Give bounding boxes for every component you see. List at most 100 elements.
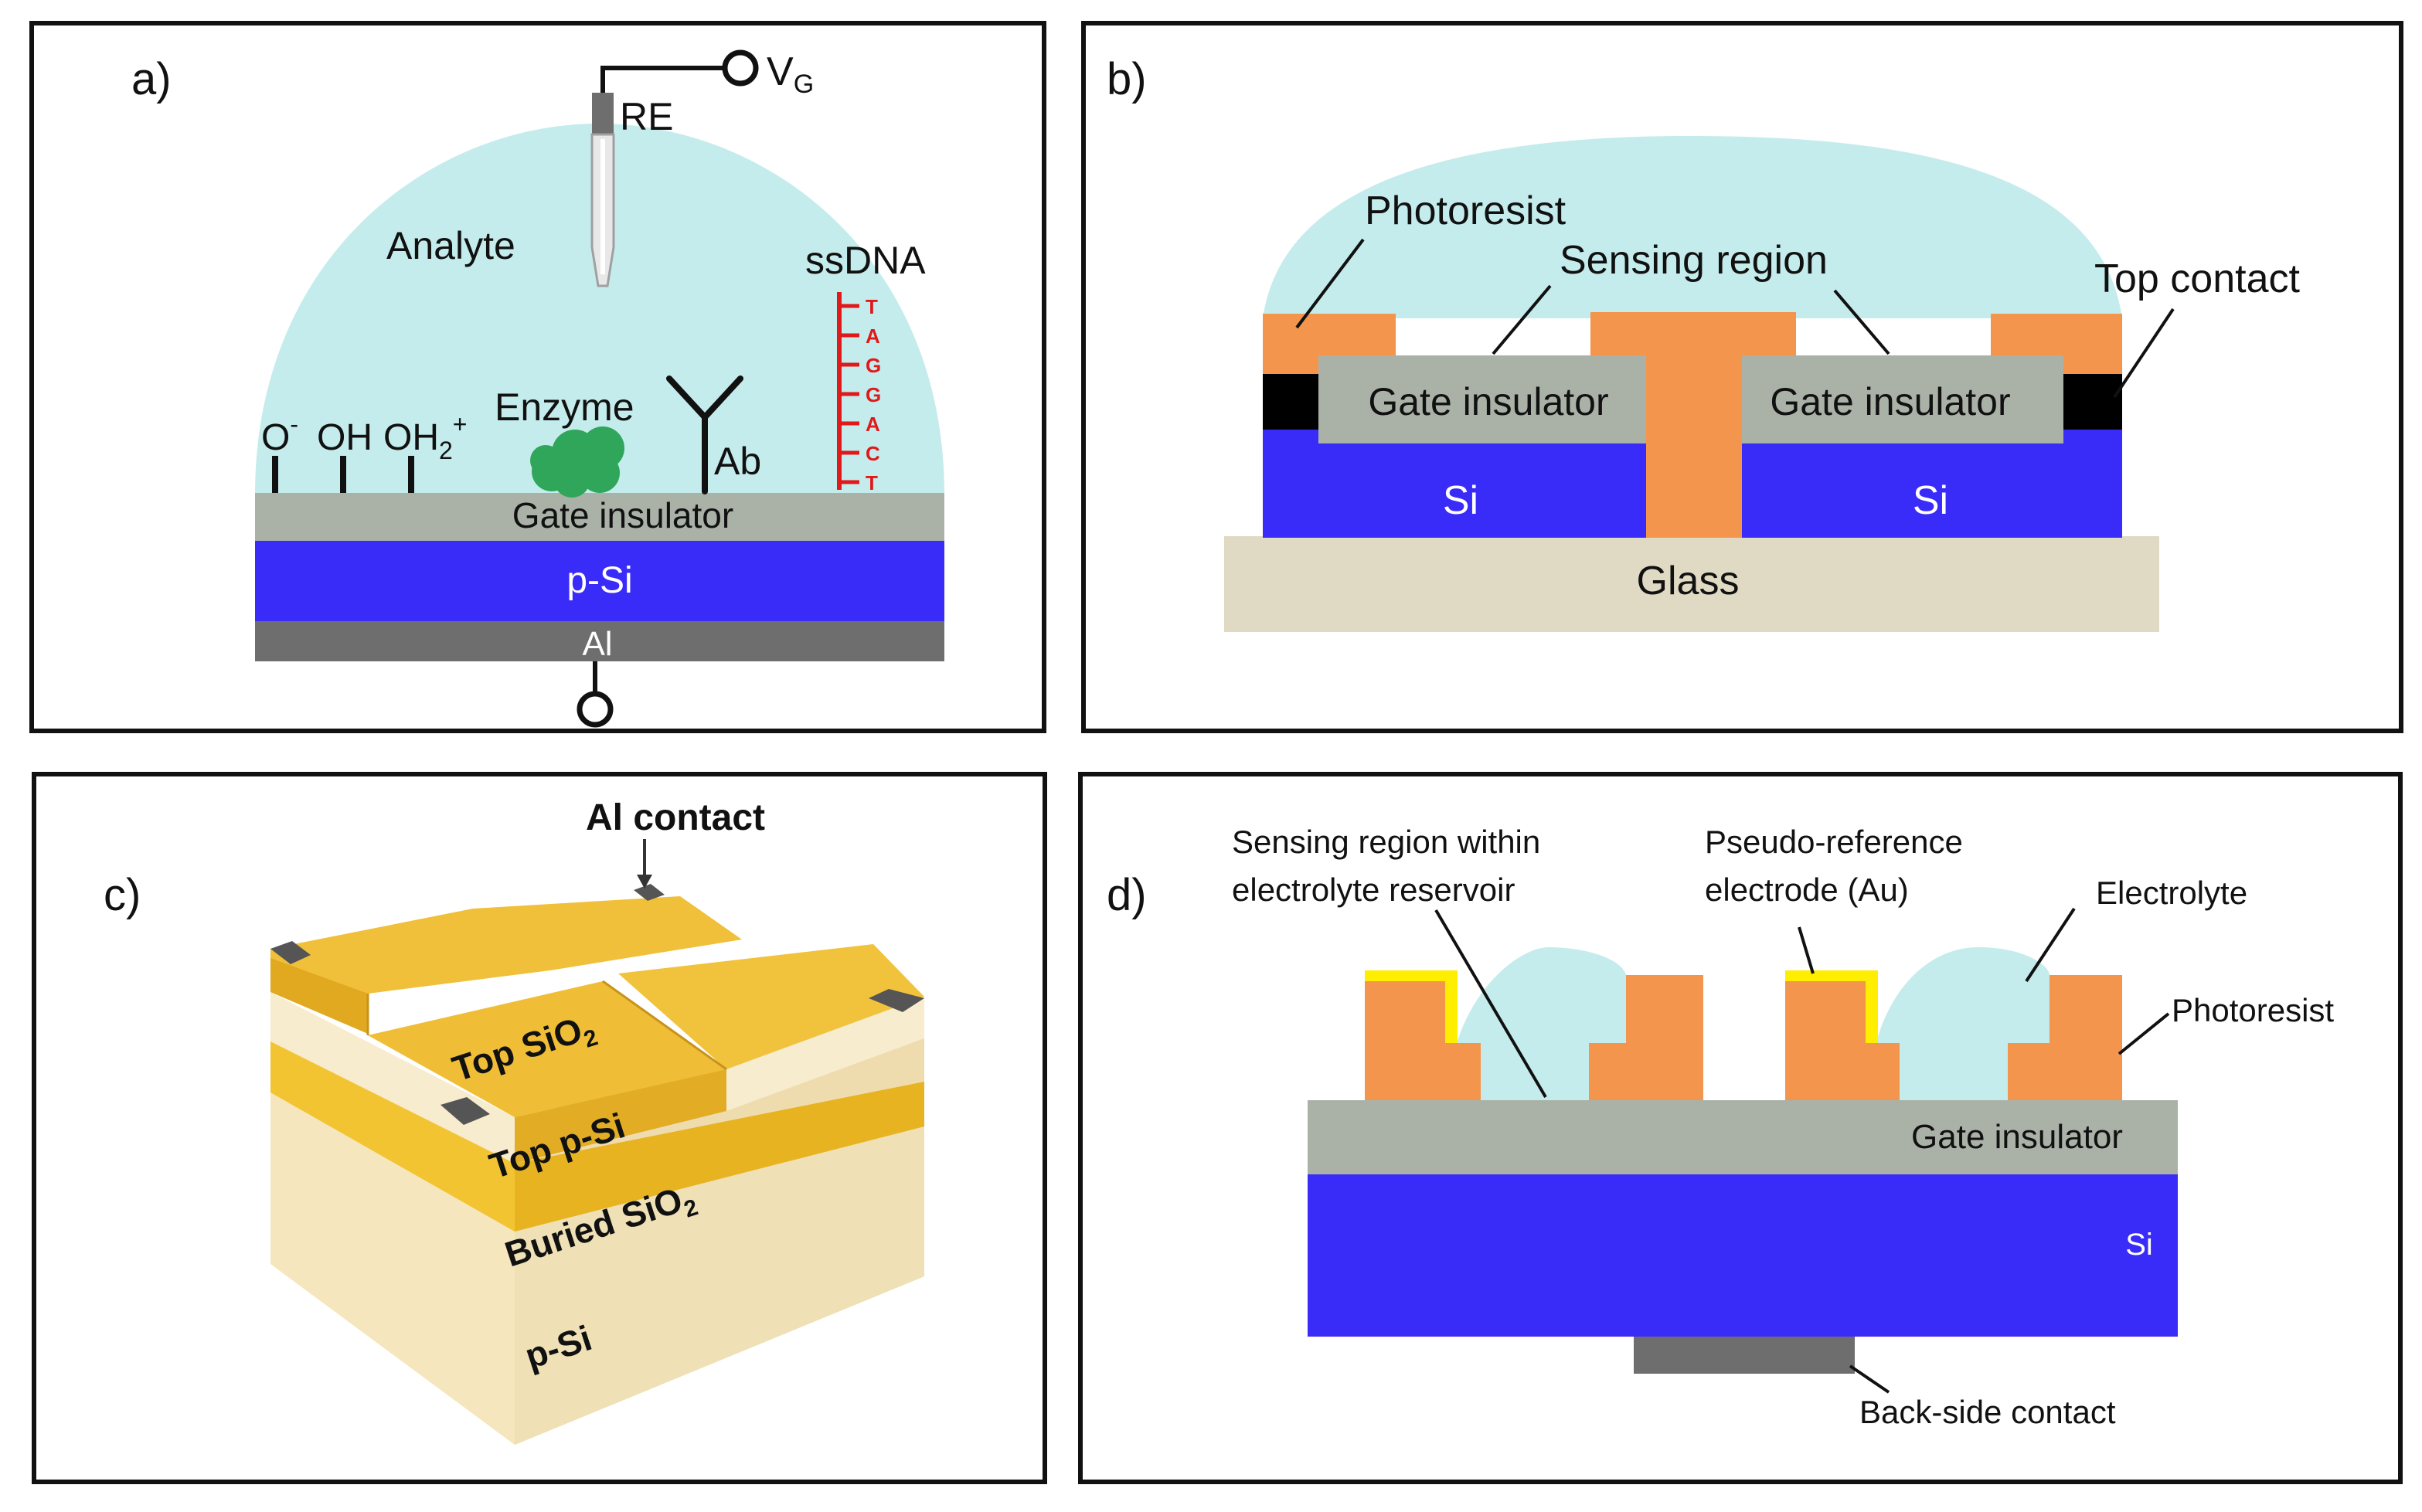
oh-label: OH bbox=[317, 417, 372, 458]
panel-a: a) Gate insulator p-Si Al VG RE Analyte … bbox=[29, 21, 1046, 733]
si-label-d: Si bbox=[2125, 1228, 2153, 1262]
antibody-icon bbox=[666, 375, 743, 494]
gate-insulator-right bbox=[1742, 355, 2063, 443]
al-contact-label: Al contact bbox=[586, 797, 765, 838]
back-side-contact-leader bbox=[1849, 1364, 1890, 1394]
electrolyte-droplet-right bbox=[1869, 947, 2050, 1100]
o-minus-label: O- bbox=[261, 410, 298, 458]
al-label: Al bbox=[582, 625, 612, 663]
pseudo-ref-label-2: electrode (Au) bbox=[1705, 872, 1909, 908]
ssdna-label: ssDNA bbox=[805, 239, 926, 282]
sensing-region-label: Sensing region bbox=[1560, 238, 1828, 283]
al-pad-left bbox=[270, 941, 311, 964]
top-contact-right bbox=[2063, 374, 2122, 430]
sensing-leader-left bbox=[1492, 284, 1552, 355]
re-label: RE bbox=[620, 95, 673, 138]
photoresist-label: Photoresist bbox=[1365, 189, 1566, 233]
si-layer-d bbox=[1308, 1174, 2178, 1337]
top-sio2-right-slab bbox=[618, 944, 924, 1069]
photoresist-label-d: Photoresist bbox=[2172, 992, 2334, 1028]
re-cap bbox=[592, 93, 614, 134]
al-pad-front bbox=[441, 1097, 490, 1125]
al-contact-arrowhead-icon bbox=[637, 875, 652, 889]
al-layer bbox=[255, 621, 944, 661]
analyte-label: Analyte bbox=[386, 224, 515, 267]
photoresist-block-2 bbox=[1589, 975, 1703, 1100]
vg-label: VG bbox=[767, 49, 814, 99]
top-sio2-slab-top bbox=[270, 896, 742, 994]
ssdna-base-letter: A bbox=[866, 413, 880, 436]
antibody-label: Ab bbox=[714, 440, 761, 483]
ssdna-base-letter: C bbox=[866, 442, 880, 465]
sensing-region-leader bbox=[1434, 909, 1547, 1099]
gate-insulator-label: Gate insulator bbox=[512, 495, 733, 535]
si-right-label: Si bbox=[1913, 478, 1948, 523]
si-left-block bbox=[1263, 430, 1646, 538]
gate-insulator-left-label: Gate insulator bbox=[1368, 380, 1608, 423]
panel-b-tag: b) bbox=[1107, 54, 1147, 104]
si-left-label: Si bbox=[1443, 478, 1478, 523]
panel-a-tag: a) bbox=[131, 54, 172, 104]
enzyme-label: Enzyme bbox=[495, 386, 634, 429]
gold-electrode-left bbox=[1365, 970, 1458, 1043]
sensing-leader-right bbox=[1833, 289, 1890, 355]
photoresist-block-3 bbox=[1785, 981, 1900, 1100]
back-side-contact-label: Back-side contact bbox=[1859, 1394, 2116, 1430]
top-contact-leader bbox=[2113, 307, 2175, 399]
top-sio2-right-side bbox=[726, 997, 924, 1111]
photoresist-center-t bbox=[1590, 312, 1796, 538]
panel-c-tag: c) bbox=[104, 870, 141, 920]
al-pad-top bbox=[634, 884, 665, 901]
electrolyte-dome bbox=[1263, 136, 2122, 318]
pseudo-ref-label-1: Pseudo-reference bbox=[1705, 824, 1963, 860]
panel-c: c) Al contact bbox=[32, 772, 1047, 1484]
ssdna-base-letter: G bbox=[866, 354, 881, 377]
gate-insulator-right-label: Gate insulator bbox=[1770, 380, 2010, 423]
panel-d-tag: d) bbox=[1107, 870, 1147, 920]
top-p-si-face bbox=[270, 992, 515, 1164]
sensing-region-label-1: Sensing region within bbox=[1232, 824, 1540, 860]
back-terminal-icon bbox=[577, 691, 614, 728]
gate-insulator-layer bbox=[255, 493, 944, 541]
electrolyte-droplet-left bbox=[1448, 947, 1626, 1100]
p-si-label: p-Si bbox=[566, 560, 632, 601]
gate-insulator-label-d: Gate insulator bbox=[1911, 1118, 2123, 1156]
top-contact-label: Top contact bbox=[2094, 257, 2300, 301]
glass-label: Glass bbox=[1637, 559, 1740, 603]
ssdna-base-letter: G bbox=[866, 383, 881, 406]
vg-terminal-icon bbox=[722, 49, 759, 87]
gate-insulator-layer-d bbox=[1308, 1100, 2178, 1174]
back-side-contact-pad bbox=[1634, 1337, 1855, 1374]
photoresist-block-4 bbox=[2008, 975, 2122, 1100]
ssdna-base-letter: T bbox=[866, 471, 878, 494]
slab-seam-1 bbox=[602, 980, 727, 1071]
reference-electrode bbox=[590, 49, 759, 287]
gate-insulator-left bbox=[1318, 355, 1646, 443]
photoresist-leader bbox=[1295, 238, 1365, 329]
p-si-face bbox=[270, 1091, 515, 1445]
photoresist-leader-d bbox=[2118, 1012, 2170, 1055]
enzyme-blob-icon bbox=[530, 426, 624, 498]
pseudo-ref-leader bbox=[1798, 926, 1815, 974]
photoresist-block-1 bbox=[1365, 981, 1481, 1100]
re-wire bbox=[600, 66, 726, 99]
si-right-block bbox=[1742, 430, 2122, 538]
analyte-dome bbox=[255, 124, 944, 494]
ssdna-base-letter: A bbox=[866, 324, 880, 348]
glass-substrate bbox=[1224, 536, 2159, 632]
panel-b: b) Glass Si Si Gate insulator Gate insul… bbox=[1081, 21, 2403, 733]
electrolyte-label: Electrolyte bbox=[2096, 875, 2247, 911]
al-pad-right bbox=[869, 989, 924, 1012]
electrolyte-leader bbox=[2025, 907, 2076, 983]
top-sio2-front-side bbox=[515, 1069, 726, 1164]
sensing-region-label-2: electrolyte reservoir bbox=[1232, 872, 1515, 908]
gold-electrode-right bbox=[1785, 970, 1878, 1043]
oh2-plus-label: OH2+ bbox=[383, 410, 467, 464]
top-contact-left bbox=[1263, 374, 1318, 430]
buried-oxide-face bbox=[270, 1040, 515, 1232]
p-si-layer bbox=[255, 541, 944, 621]
top-sio2-front-slab bbox=[368, 981, 726, 1117]
